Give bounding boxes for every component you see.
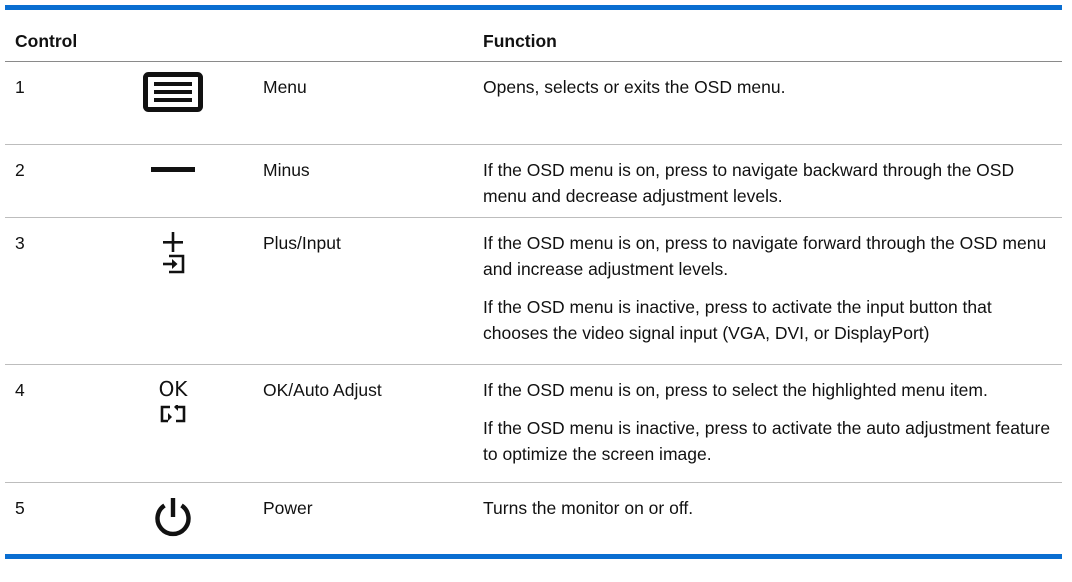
control-icon-cell xyxy=(83,483,263,554)
ok-label: OK xyxy=(158,377,188,401)
control-name: Plus/Input xyxy=(263,233,341,253)
control-name: OK/Auto Adjust xyxy=(263,380,382,400)
function-text: Turns the monitor on or off. xyxy=(483,498,694,518)
control-name: Minus xyxy=(263,160,310,180)
control-icon-cell: OK xyxy=(83,365,263,482)
minus-icon xyxy=(151,167,195,172)
control-number: 2 xyxy=(15,160,25,180)
ok-auto-adjust-icon: OK xyxy=(153,379,193,423)
control-function: Turns the monitor on or off. xyxy=(483,483,1062,554)
control-icon-cell xyxy=(83,145,263,217)
control-number: 3 xyxy=(15,233,25,253)
function-text: If the OSD menu is inactive, press to ac… xyxy=(483,297,992,343)
table-row: 1 Menu Opens, selects or exits the OSD m… xyxy=(5,62,1062,145)
function-text: If the OSD menu is on, press to select t… xyxy=(483,380,988,400)
power-icon xyxy=(155,498,191,537)
controls-table: Control Function 1 Menu Opens, selects o… xyxy=(5,5,1062,559)
function-text: If the OSD menu is inactive, press to ac… xyxy=(483,418,1051,464)
plus-input-icon xyxy=(163,232,185,274)
control-number: 5 xyxy=(15,498,25,518)
table-row: 2 Minus If the OSD menu is on, press to … xyxy=(5,145,1062,218)
control-number: 4 xyxy=(15,380,25,400)
control-function: If the OSD menu is on, press to navigate… xyxy=(483,218,1062,364)
table-row: 5 Power Turns the monitor on or off. xyxy=(5,483,1062,554)
control-function: Opens, selects or exits the OSD menu. xyxy=(483,62,1062,144)
header-control: Control xyxy=(15,31,78,51)
table-row: 4 OK OK/Auto Adjust If the OSD menu is o… xyxy=(5,365,1062,483)
control-name: Power xyxy=(263,498,313,518)
control-number: 1 xyxy=(15,77,25,97)
control-icon-cell xyxy=(83,218,263,364)
function-text: Opens, selects or exits the OSD menu. xyxy=(483,77,786,97)
header-function: Function xyxy=(483,31,557,51)
function-text: If the OSD menu is on, press to navigate… xyxy=(483,160,1015,206)
control-name: Menu xyxy=(263,77,307,97)
auto-adjust-icon xyxy=(160,405,186,423)
menu-icon xyxy=(143,72,203,112)
control-function: If the OSD menu is on, press to select t… xyxy=(483,365,1062,482)
function-text: If the OSD menu is on, press to navigate… xyxy=(483,233,1047,279)
table-row: 3 Plus/Input If the OSD menu is on, pres… xyxy=(5,218,1062,365)
control-function: If the OSD menu is on, press to navigate… xyxy=(483,145,1062,217)
table-header-row: Control Function xyxy=(5,10,1062,62)
control-icon-cell xyxy=(83,62,263,144)
